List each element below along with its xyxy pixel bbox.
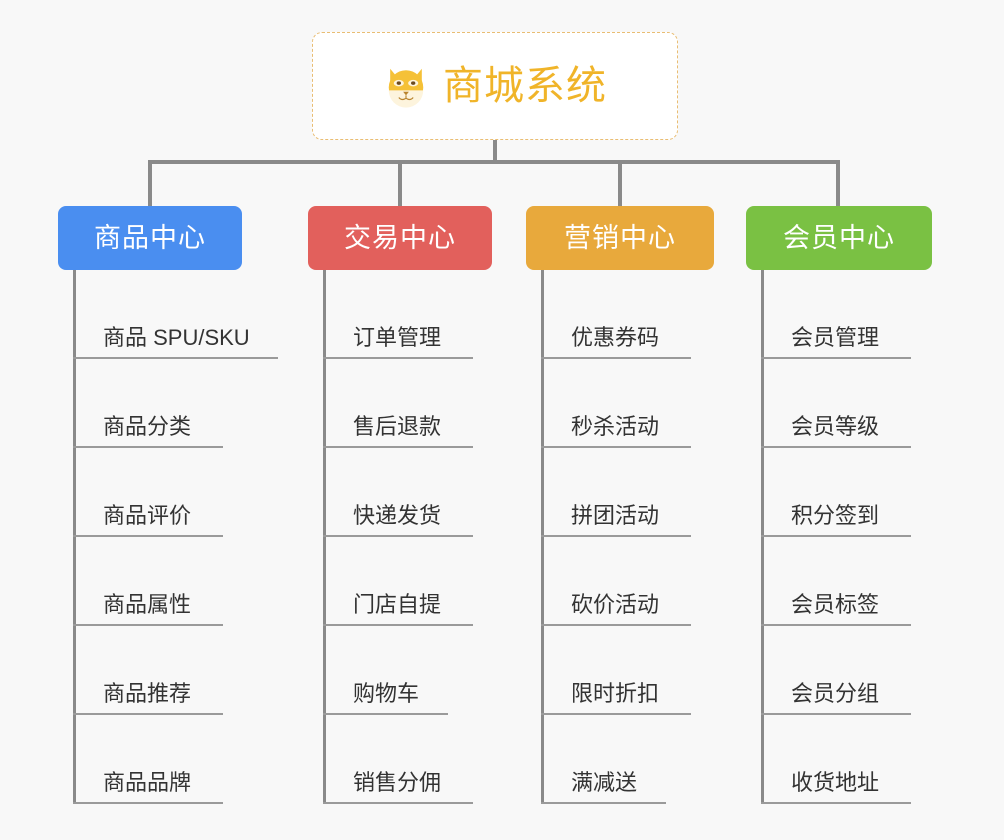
leaf-item-underline <box>73 713 223 715</box>
category-header-member-center[interactable]: 会员中心 <box>746 206 932 270</box>
leaf-item-label: 商品分类 <box>103 414 192 439</box>
leaf-item-underline <box>541 357 691 359</box>
leaf-item-underline <box>323 624 473 626</box>
leaf-item-underline <box>73 535 223 537</box>
leaf-item-underline <box>541 624 691 626</box>
column-trunk-line <box>541 270 544 804</box>
leaf-item-label: 优惠券码 <box>571 325 660 350</box>
leaf-item-label: 购物车 <box>353 681 420 706</box>
leaf-item-underline <box>541 713 691 715</box>
leaf-item-underline <box>73 802 223 804</box>
leaf-item-underline <box>73 357 278 359</box>
connector-drop-product-center <box>148 160 152 208</box>
leaf-item-label: 限时折扣 <box>571 681 660 706</box>
leaf-item-underline <box>323 357 473 359</box>
category-header-label: 营销中心 <box>564 222 676 253</box>
category-header-label: 交易中心 <box>344 222 456 253</box>
connector-drop-marketing-center <box>618 160 622 208</box>
leaf-item-label: 商品属性 <box>103 592 192 617</box>
leaf-item-underline <box>761 713 911 715</box>
leaf-item-underline <box>761 535 911 537</box>
leaf-item-underline <box>541 446 691 448</box>
leaf-item-underline <box>73 446 223 448</box>
category-header-label: 商品中心 <box>94 222 206 253</box>
column-trunk-line <box>73 270 76 804</box>
root-node-shop-system[interactable]: 商城系统 <box>312 32 678 140</box>
root-node-title: 商城系统 <box>443 64 607 108</box>
leaf-item-underline <box>761 446 911 448</box>
leaf-item-label: 商品 SPU/SKU <box>103 325 250 350</box>
leaf-item-label: 积分签到 <box>791 503 880 528</box>
leaf-item-label: 快递发货 <box>353 503 442 528</box>
connector-horizontal-bus <box>148 160 840 164</box>
leaf-item-label: 商品评价 <box>103 503 192 528</box>
connector-drop-member-center <box>836 160 840 208</box>
leaf-item-underline <box>761 357 911 359</box>
column-trunk-line <box>761 270 764 804</box>
leaf-item-label: 售后退款 <box>353 414 442 439</box>
leaf-item-label: 会员标签 <box>791 592 880 617</box>
leaf-item-underline <box>323 713 448 715</box>
shiba-dog-face-icon <box>388 68 424 108</box>
leaf-item-label: 会员分组 <box>791 681 880 706</box>
leaf-item-underline <box>323 446 473 448</box>
leaf-item-label: 销售分佣 <box>353 770 442 795</box>
leaf-item-underline <box>323 802 473 804</box>
leaf-item-label: 商品品牌 <box>103 770 192 795</box>
leaf-item-underline <box>541 802 666 804</box>
leaf-item-underline <box>541 535 691 537</box>
category-header-label: 会员中心 <box>783 222 895 253</box>
leaf-item-label: 订单管理 <box>353 325 442 350</box>
leaf-item-label: 门店自提 <box>353 592 442 617</box>
leaf-item-label: 拼团活动 <box>571 503 660 528</box>
leaf-item-underline <box>761 624 911 626</box>
connector-drop-trade-center <box>398 160 402 208</box>
category-header-product-center[interactable]: 商品中心 <box>58 206 242 270</box>
leaf-item-label: 砍价活动 <box>571 592 660 617</box>
leaf-item-underline <box>761 802 911 804</box>
column-trunk-line <box>323 270 326 804</box>
leaf-item-label: 收货地址 <box>791 770 880 795</box>
category-header-marketing-center[interactable]: 营销中心 <box>526 206 714 270</box>
leaf-item-label: 秒杀活动 <box>571 414 660 439</box>
leaf-item-label: 会员管理 <box>791 325 880 350</box>
leaf-item-label: 商品推荐 <box>103 681 192 706</box>
connector-root-stem <box>493 140 497 162</box>
leaf-item-underline <box>323 535 473 537</box>
leaf-item-label: 会员等级 <box>791 414 880 439</box>
category-header-trade-center[interactable]: 交易中心 <box>308 206 492 270</box>
leaf-item-label: 满减送 <box>571 770 638 795</box>
leaf-item-underline <box>73 624 223 626</box>
